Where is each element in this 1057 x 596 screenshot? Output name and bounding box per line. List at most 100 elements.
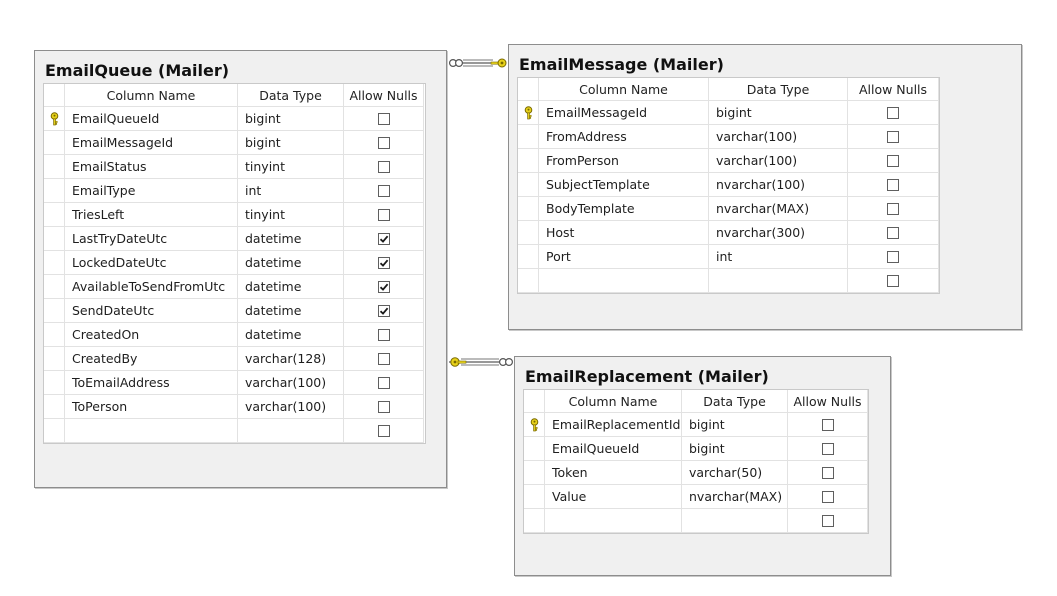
data-type-cell[interactable] (709, 269, 848, 293)
column-name-cell[interactable]: AvailableToSendFromUtc (65, 275, 238, 299)
relationship-emailreplacement-emailqueue[interactable] (445, 354, 517, 370)
data-type-cell[interactable]: varchar(100) (238, 395, 344, 419)
header-column-name[interactable]: Column Name (539, 78, 709, 101)
row-selector[interactable] (44, 227, 65, 251)
allow-nulls-checkbox[interactable] (887, 226, 899, 239)
column-name-cell[interactable]: EmailStatus (65, 155, 238, 179)
row-selector[interactable] (518, 221, 539, 245)
column-name-cell[interactable]: CreatedBy (65, 347, 238, 371)
data-type-cell[interactable]: datetime (238, 275, 344, 299)
data-type-cell[interactable]: varchar(100) (709, 149, 848, 173)
data-type-cell[interactable]: tinyint (238, 155, 344, 179)
column-name-cell[interactable]: Host (539, 221, 709, 245)
allow-nulls-checkbox[interactable] (821, 418, 834, 431)
data-type-cell[interactable]: nvarchar(100) (709, 173, 848, 197)
column-name-cell[interactable]: EmailQueueId (65, 107, 238, 131)
allow-nulls-checkbox[interactable] (887, 274, 899, 287)
row-selector[interactable] (524, 485, 545, 509)
row-selector[interactable] (44, 323, 65, 347)
table-title[interactable]: EmailQueue (Mailer) (45, 61, 230, 80)
row-selector[interactable] (44, 107, 65, 131)
allow-nulls-checkbox-checked[interactable] (377, 304, 390, 317)
table-email-message[interactable]: EmailMessage (Mailer) Column Name Data T… (508, 44, 1022, 330)
data-type-cell[interactable]: bigint (238, 107, 344, 131)
column-name-cell[interactable]: FromAddress (539, 125, 709, 149)
allow-nulls-checkbox[interactable] (377, 136, 390, 149)
allow-nulls-checkbox-checked[interactable] (377, 256, 390, 269)
column-name-cell[interactable]: EmailType (65, 179, 238, 203)
allow-nulls-checkbox[interactable] (887, 106, 899, 119)
allow-nulls-checkbox[interactable] (377, 184, 390, 197)
allow-nulls-checkbox[interactable] (377, 424, 390, 437)
data-type-cell[interactable]: int (709, 245, 848, 269)
column-name-cell[interactable]: EmailQueueId (545, 437, 682, 461)
new-column-row[interactable] (44, 419, 425, 443)
row-selector[interactable] (518, 173, 539, 197)
data-type-cell[interactable]: bigint (682, 437, 788, 461)
data-type-cell[interactable]: datetime (238, 323, 344, 347)
data-type-cell[interactable]: datetime (238, 251, 344, 275)
data-type-cell[interactable]: bigint (709, 101, 848, 125)
row-selector[interactable] (518, 125, 539, 149)
row-selector[interactable] (524, 461, 545, 485)
new-column-row[interactable] (524, 509, 868, 533)
allow-nulls-checkbox[interactable] (887, 250, 899, 263)
table-email-queue[interactable]: EmailQueue (Mailer) Column Name Data Typ… (34, 50, 447, 488)
allow-nulls-checkbox[interactable] (887, 130, 899, 143)
data-type-cell[interactable]: bigint (682, 413, 788, 437)
column-name-cell[interactable]: CreatedOn (65, 323, 238, 347)
header-allow-nulls[interactable]: Allow Nulls (788, 390, 868, 413)
column-name-cell[interactable]: Value (545, 485, 682, 509)
data-type-cell[interactable]: bigint (238, 131, 344, 155)
table-title[interactable]: EmailReplacement (Mailer) (525, 367, 769, 386)
row-selector[interactable] (518, 101, 539, 125)
data-type-cell[interactable]: nvarchar(300) (709, 221, 848, 245)
column-name-cell[interactable] (539, 269, 709, 293)
allow-nulls-checkbox-checked[interactable] (377, 232, 390, 245)
column-name-cell[interactable]: EmailMessageId (65, 131, 238, 155)
column-name-cell[interactable]: SendDateUtc (65, 299, 238, 323)
allow-nulls-checkbox[interactable] (887, 202, 899, 215)
data-type-cell[interactable]: datetime (238, 227, 344, 251)
allow-nulls-checkbox-checked[interactable] (377, 280, 390, 293)
column-name-cell[interactable]: SubjectTemplate (539, 173, 709, 197)
data-type-cell[interactable]: varchar(50) (682, 461, 788, 485)
column-name-cell[interactable]: EmailReplacementId (545, 413, 682, 437)
column-name-cell[interactable]: TriesLeft (65, 203, 238, 227)
row-selector[interactable] (524, 437, 545, 461)
allow-nulls-checkbox[interactable] (377, 160, 390, 173)
data-type-cell[interactable]: datetime (238, 299, 344, 323)
column-name-cell[interactable]: LastTryDateUtc (65, 227, 238, 251)
data-type-cell[interactable]: nvarchar(MAX) (709, 197, 848, 221)
allow-nulls-checkbox[interactable] (821, 442, 834, 455)
row-selector[interactable] (518, 197, 539, 221)
column-name-cell[interactable]: ToPerson (65, 395, 238, 419)
column-name-cell[interactable] (545, 509, 682, 533)
row-selector[interactable] (44, 179, 65, 203)
header-column-name[interactable]: Column Name (65, 84, 238, 107)
data-type-cell[interactable]: int (238, 179, 344, 203)
row-selector[interactable] (44, 155, 65, 179)
row-selector[interactable] (44, 419, 65, 443)
allow-nulls-checkbox[interactable] (377, 376, 390, 389)
allow-nulls-checkbox[interactable] (377, 400, 390, 413)
header-data-type[interactable]: Data Type (238, 84, 344, 107)
data-type-cell[interactable]: varchar(128) (238, 347, 344, 371)
row-selector[interactable] (44, 131, 65, 155)
row-selector[interactable] (44, 275, 65, 299)
